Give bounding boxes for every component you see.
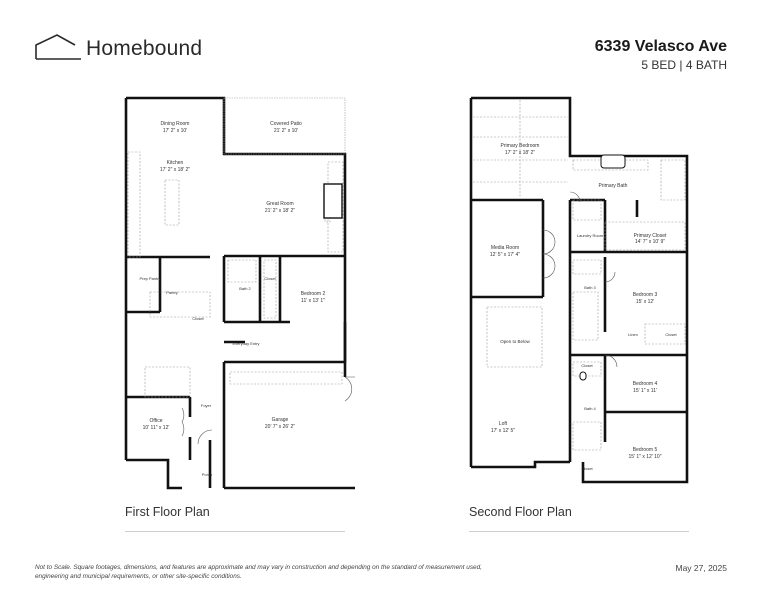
room-closet-stair: Closet — [192, 316, 204, 321]
room-covered-patio-dims: 21' 2" x 10' — [274, 128, 298, 134]
room-great-room: Great Room — [266, 201, 293, 207]
room-bath-4: Bath 4 — [584, 406, 596, 411]
room-bedroom-4: Bedroom 4 — [633, 381, 658, 387]
room-bedroom-2: Bedroom 2 — [301, 291, 326, 297]
bed-count: 5 BED — [641, 58, 677, 72]
first-floor-plan: Dining Room 17' 2" x 10' Covered Patio 2… — [124, 96, 355, 490]
bed-bath-summary: 5 BED | 4 BATH — [595, 58, 727, 72]
room-linen: Linen — [628, 332, 638, 337]
room-loft: Loft — [499, 421, 508, 427]
first-floor-divider — [125, 531, 345, 532]
room-open-to-below: Open to Below — [500, 339, 530, 344]
room-garage: Garage — [272, 417, 289, 423]
brand-name: Homebound — [86, 37, 203, 60]
room-primary-bath: Primary Bath — [599, 183, 628, 189]
property-summary: 6339 Velasco Ave 5 BED | 4 BATH — [595, 38, 727, 72]
room-closet-bed5: Closet — [581, 466, 593, 471]
room-porch: Porch — [202, 472, 212, 477]
second-floor-caption: Second Floor Plan — [469, 505, 572, 519]
room-closet-bed3: Closet — [665, 332, 677, 337]
room-great-room-dims: 21' 2" x 18' 2" — [265, 208, 295, 214]
room-kitchen-dims: 17' 2" x 18' 2" — [160, 167, 190, 173]
second-floor-plan: Primary Bedroom 17' 2" x 18' 2" Primary … — [469, 96, 689, 484]
room-closet: Closet — [264, 276, 276, 281]
room-kitchen: Kitchen — [167, 160, 184, 166]
room-office: Office — [150, 418, 163, 424]
room-prep-pantry: Prep Pantry — [139, 276, 160, 281]
room-bedroom-5-dims: 15' 1" x 12' 10" — [629, 454, 662, 460]
brand-logo: Homebound — [35, 34, 202, 60]
room-dining-room-dims: 17' 2" x 10' — [163, 128, 187, 134]
room-loft-dims: 17' x 12' 5" — [491, 428, 515, 434]
disclaimer: Not to Scale. Square footages, dimension… — [35, 564, 482, 580]
room-bedroom-5: Bedroom 5 — [633, 447, 658, 453]
room-primary-bedroom: Primary Bedroom — [501, 143, 540, 149]
property-address: 6339 Velasco Ave — [594, 38, 727, 55]
first-floor-caption: First Floor Plan — [125, 505, 210, 519]
room-laundry-room: Laundry Room — [577, 233, 604, 238]
bath-count: 4 BATH — [685, 58, 727, 72]
room-bedroom-3-dims: 15' x 12' — [636, 299, 654, 305]
room-media-room-dims: 12' 5" x 17' 4" — [490, 252, 520, 258]
date: May 27, 2025 — [675, 563, 727, 573]
room-foyer: Foyer — [201, 403, 212, 408]
room-primary-closet: Primary Closet — [634, 233, 667, 239]
room-garage-dims: 20' 7" x 26' 2" — [265, 424, 295, 430]
room-bedroom-4-dims: 15' 1" x 11' — [633, 388, 657, 394]
room-bedroom-2-dims: 11' x 13' 1" — [301, 298, 325, 304]
room-covered-patio: Covered Patio — [270, 121, 302, 127]
room-dining-room: Dining Room — [161, 121, 190, 127]
second-floor-divider — [469, 531, 689, 532]
room-bath-2: Bath 2 — [239, 286, 251, 291]
room-bedroom-3: Bedroom 3 — [633, 292, 658, 298]
room-media-room: Media Room — [491, 245, 519, 251]
separator: | — [679, 58, 683, 72]
room-everyday-entry: Everyday Entry — [232, 341, 259, 346]
room-primary-closet-dims: 14' 7" x 10' 9" — [635, 239, 665, 245]
room-office-dims: 10' 11" x 12' — [143, 425, 170, 431]
room-pantry: Pantry — [166, 290, 178, 295]
house-outline-icon — [35, 34, 81, 60]
room-closet-bed4: Closet — [581, 363, 593, 368]
room-bath-3: Bath 3 — [584, 285, 596, 290]
room-primary-bedroom-dims: 17' 2" x 18' 2" — [505, 150, 535, 156]
